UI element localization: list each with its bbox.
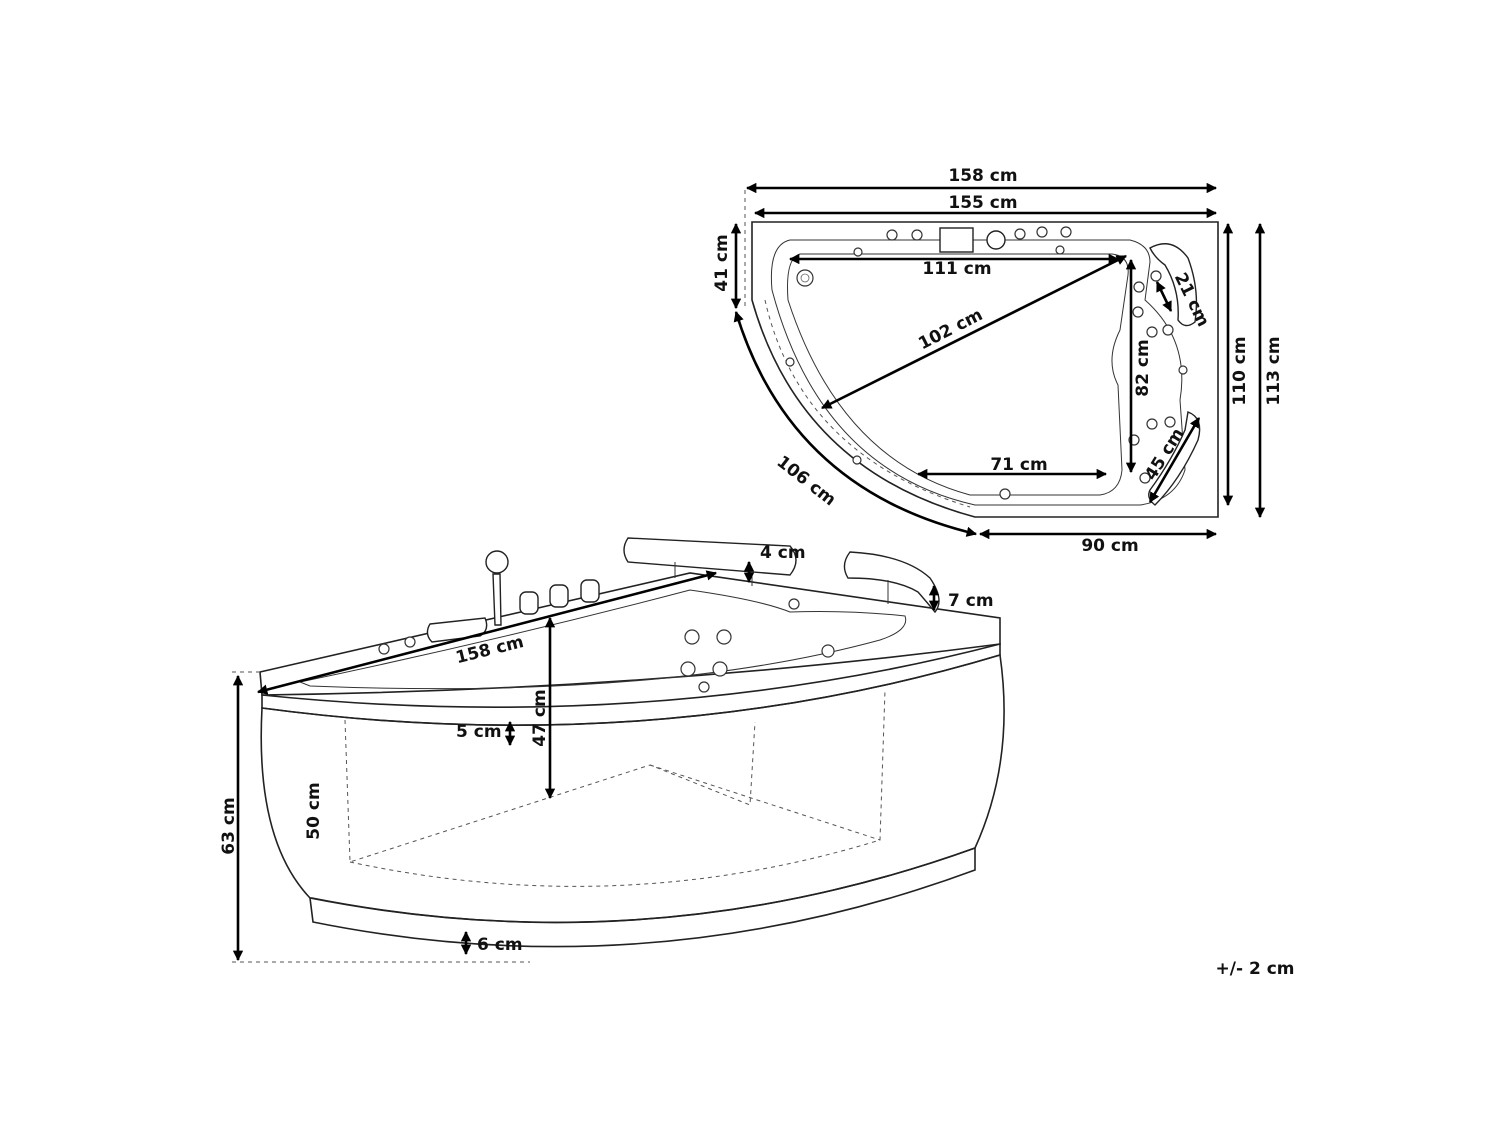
- label-overall-depth: 113 cm: [1264, 336, 1284, 405]
- label-diagonal: 102 cm: [915, 305, 986, 354]
- label-overall-width: 158 cm: [948, 166, 1017, 186]
- side-view-labels: 4 cm 7 cm 158 cm 5 cm 47 cm 63 cm 50 cm …: [219, 543, 994, 955]
- label-total-height: 63 cm: [219, 797, 239, 854]
- label-panel-height: 50 cm: [304, 782, 324, 839]
- label-inner-length: 111 cm: [922, 259, 991, 279]
- side-view-dimensions: [232, 560, 940, 962]
- label-base-height: 6 cm: [477, 935, 523, 955]
- side-view-drawing: [232, 537, 1005, 963]
- label-interior-depth: 47 cm: [530, 689, 550, 746]
- top-view-dimensions: [730, 182, 1266, 540]
- label-inner-width: 82 cm: [1133, 339, 1153, 396]
- tolerance-note: +/- 2 cm: [1216, 959, 1295, 979]
- label-pillow-height: 7 cm: [948, 591, 994, 611]
- label-rim-width: 155 cm: [948, 193, 1017, 213]
- label-headrest-length: 21 cm: [1170, 270, 1213, 330]
- label-rim-thickness: 5 cm: [456, 722, 502, 742]
- label-side-depth: 41 cm: [712, 234, 732, 291]
- label-headrest-height: 4 cm: [760, 543, 806, 563]
- label-straight-edge: 90 cm: [1081, 536, 1138, 556]
- label-bottom-length: 71 cm: [990, 455, 1047, 475]
- label-inner-depth: 110 cm: [1230, 336, 1250, 405]
